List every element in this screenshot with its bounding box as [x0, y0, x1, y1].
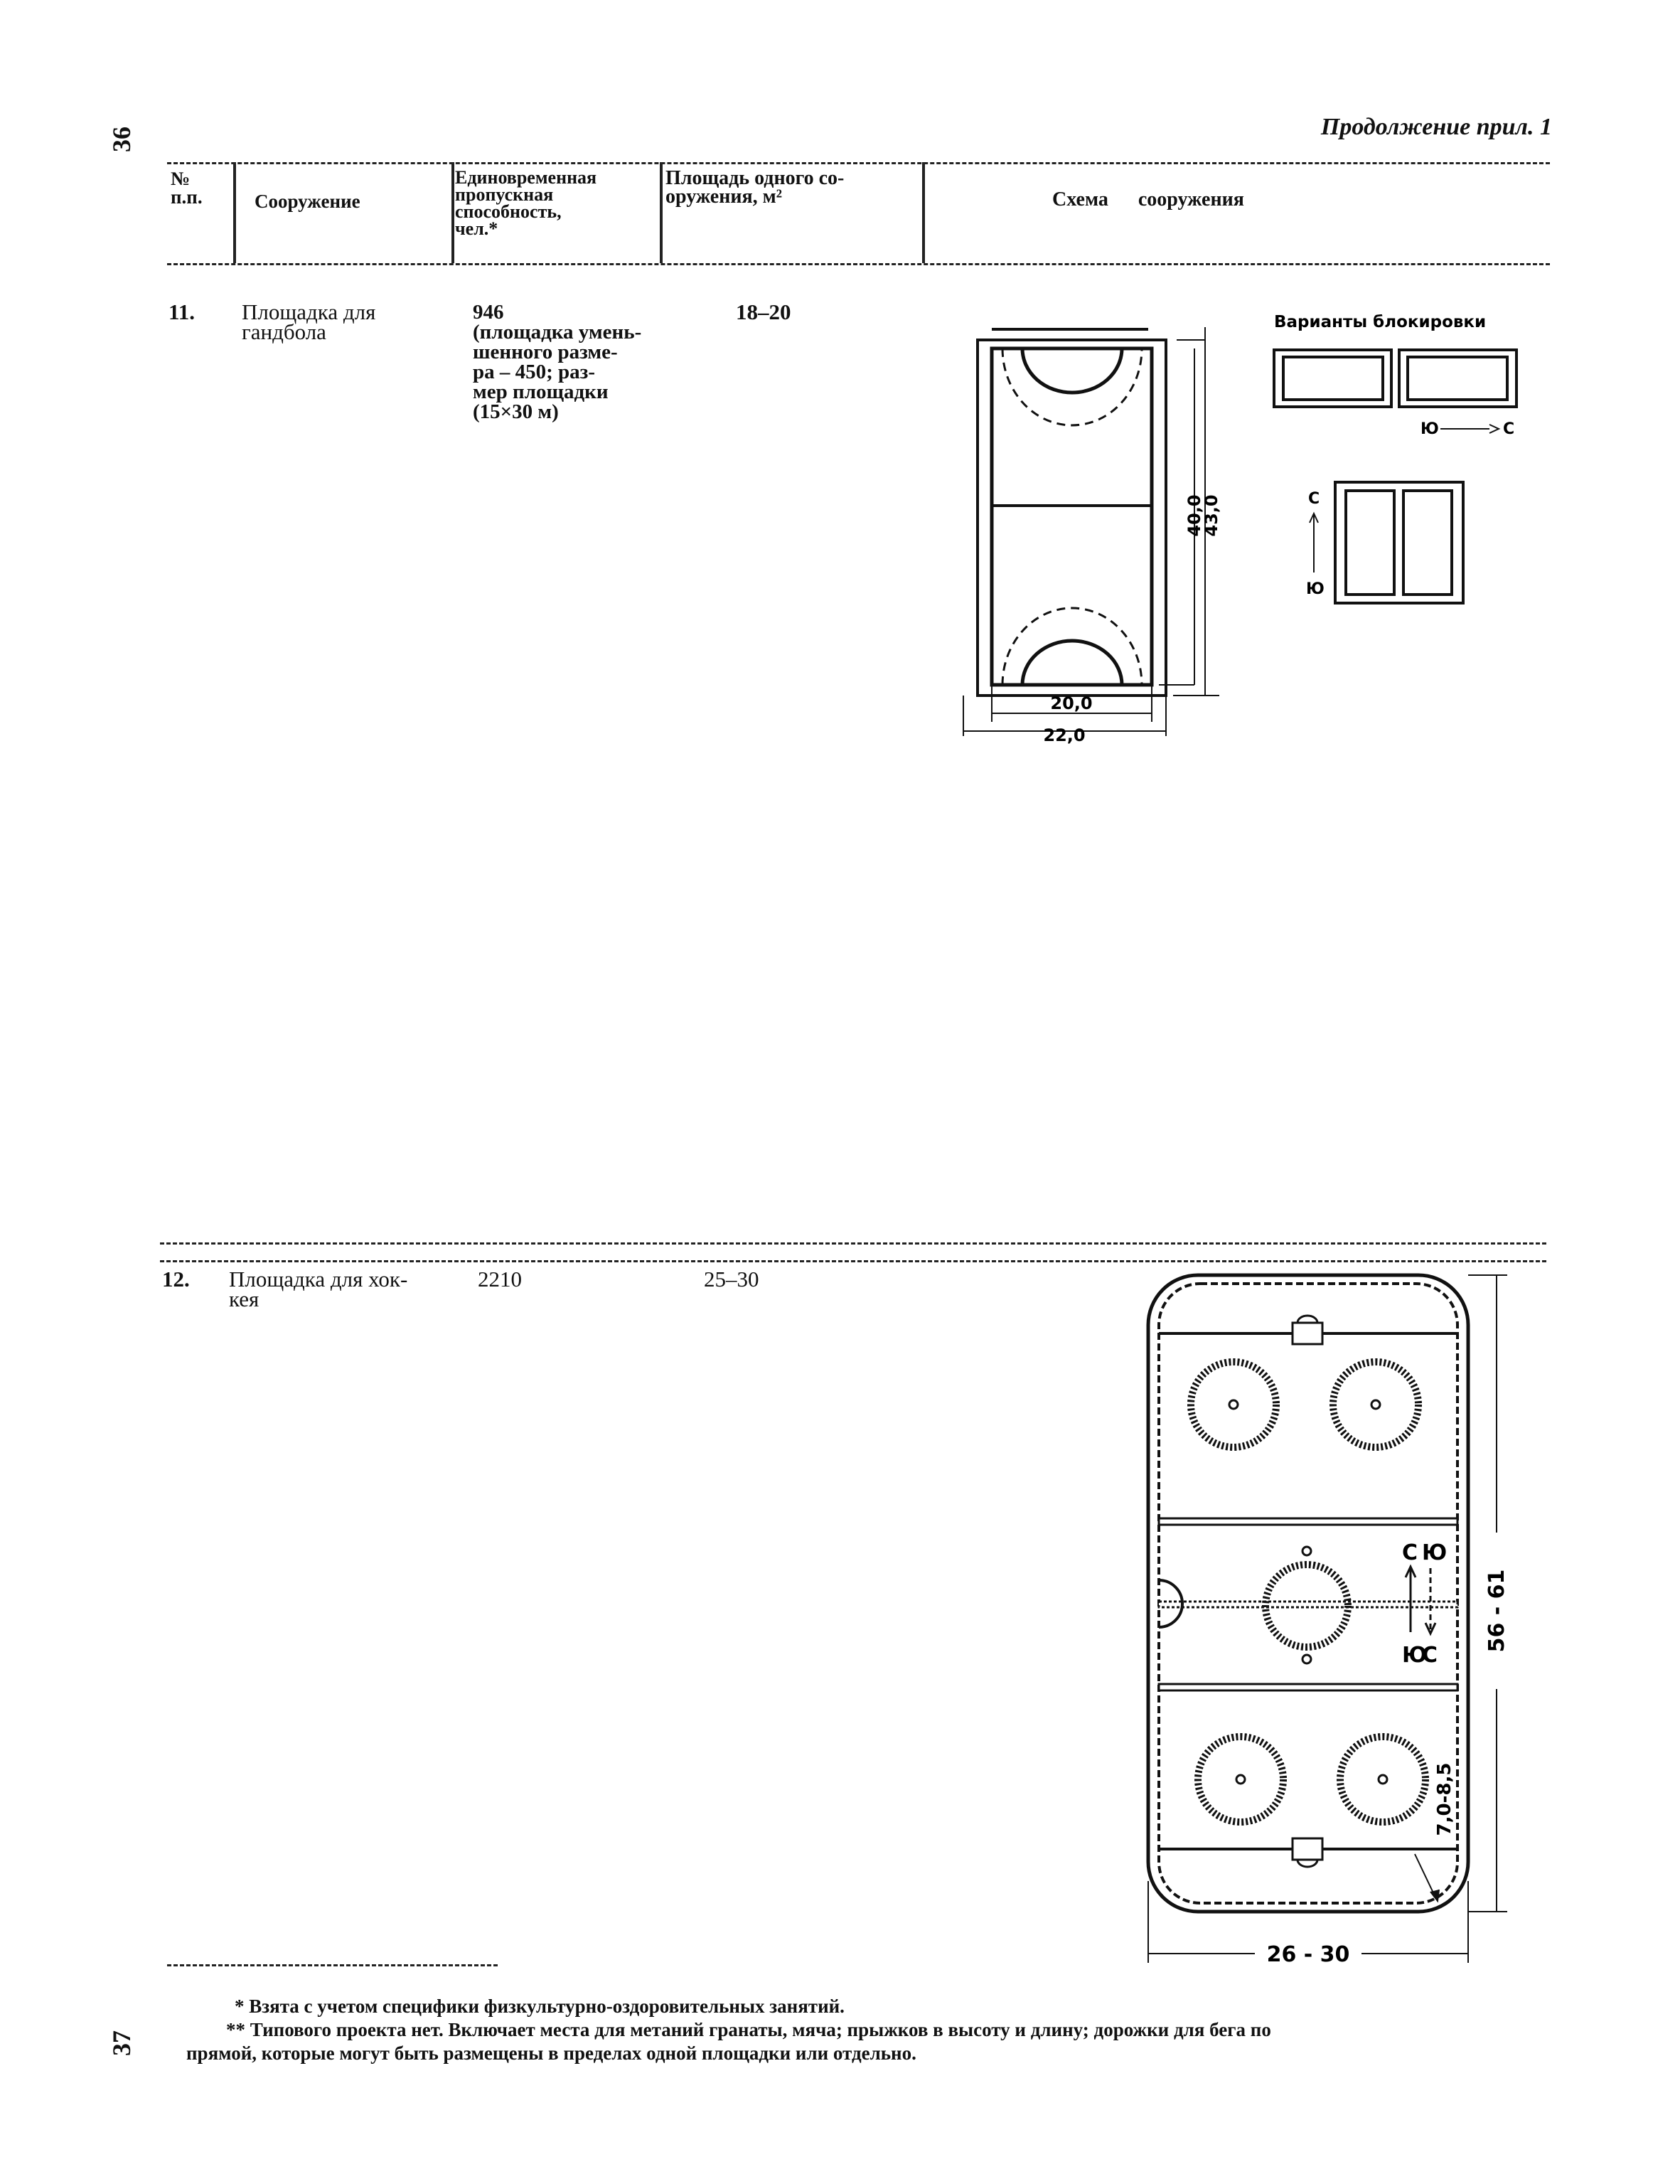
- handball-court-scheme: 40,0 43,0 20,0 22,0 Варианты блокировки …: [963, 313, 1518, 745]
- col-divider-1: [233, 162, 236, 263]
- row-12-number: 12.: [162, 1267, 190, 1291]
- dir-south-vertical: Ю: [1306, 580, 1325, 598]
- row-11-capacity: 946 (площадка умень- шенного разме- ра –…: [473, 301, 642, 423]
- dim-outer-length: 43,0: [1202, 494, 1221, 536]
- row-11-name: Площадка для гандбола: [242, 299, 376, 344]
- footnote-rule: [167, 1964, 498, 1966]
- dim-inner-width: 20,0: [1050, 693, 1092, 713]
- row-11-number: 11.: [168, 299, 196, 324]
- dir-south-horizontal: Ю: [1420, 420, 1439, 438]
- dir-north-up: С: [1402, 1540, 1418, 1565]
- header-scheme: Схема сооружения: [1052, 188, 1244, 211]
- footnote-1: * Взята с учетом специфики физкультурно-…: [235, 1996, 845, 2017]
- dim-outer-width: 22,0: [1043, 725, 1085, 745]
- row-separator-2: [160, 1260, 1546, 1262]
- page-number-top: 36: [107, 127, 136, 152]
- dir-north-bottom: С: [1422, 1643, 1438, 1668]
- footnote-2-line-1: ** Типового проекта нет. Включает места …: [226, 2019, 1271, 2040]
- dim-length: 56 - 61: [1484, 1570, 1509, 1653]
- hockey-rink-scheme: С Ю Ю С 7,0-8,5 56 - 61 26 - 30: [1146, 1273, 1509, 1967]
- row-12-name: Площадка для хок- кея: [229, 1267, 408, 1311]
- col-divider-3: [660, 162, 663, 263]
- row-separator: [160, 1242, 1546, 1245]
- dim-width: 26 - 30: [1267, 1942, 1350, 1967]
- dim-corner-radius: 7,0-8,5: [1434, 1763, 1455, 1836]
- col-divider-4: [922, 162, 925, 263]
- footnote-2-line-2: прямой, которые могут быть размещены в п…: [186, 2042, 916, 2064]
- dir-south-top: Ю: [1422, 1540, 1447, 1565]
- row-12-capacity: 2210: [478, 1267, 522, 1291]
- dir-south-bottom: Ю: [1402, 1643, 1427, 1668]
- header-no: № п.п.: [171, 168, 203, 208]
- header-structure: Сооружение: [255, 191, 360, 212]
- header-bottom-rule: [167, 263, 1550, 265]
- header-capacity: Единовременная пропускная способность, ч…: [455, 167, 597, 239]
- dir-north-vertical: С: [1308, 490, 1320, 508]
- dir-north-horizontal: С: [1503, 420, 1514, 438]
- dim-inner-length: 40,0: [1184, 494, 1204, 536]
- continuation-label: Продолжение прил. 1: [1320, 114, 1552, 140]
- row-12-area: 25–30: [704, 1267, 759, 1291]
- page-number-bottom: 37: [107, 2030, 136, 2056]
- header-area: Площадь одного со- оружения, м²: [665, 167, 845, 208]
- blocking-variants-title: Варианты блокировки: [1274, 313, 1486, 331]
- col-divider-2: [451, 162, 454, 263]
- row-11-area: 18–20: [736, 299, 791, 324]
- header-top-rule: [167, 162, 1550, 164]
